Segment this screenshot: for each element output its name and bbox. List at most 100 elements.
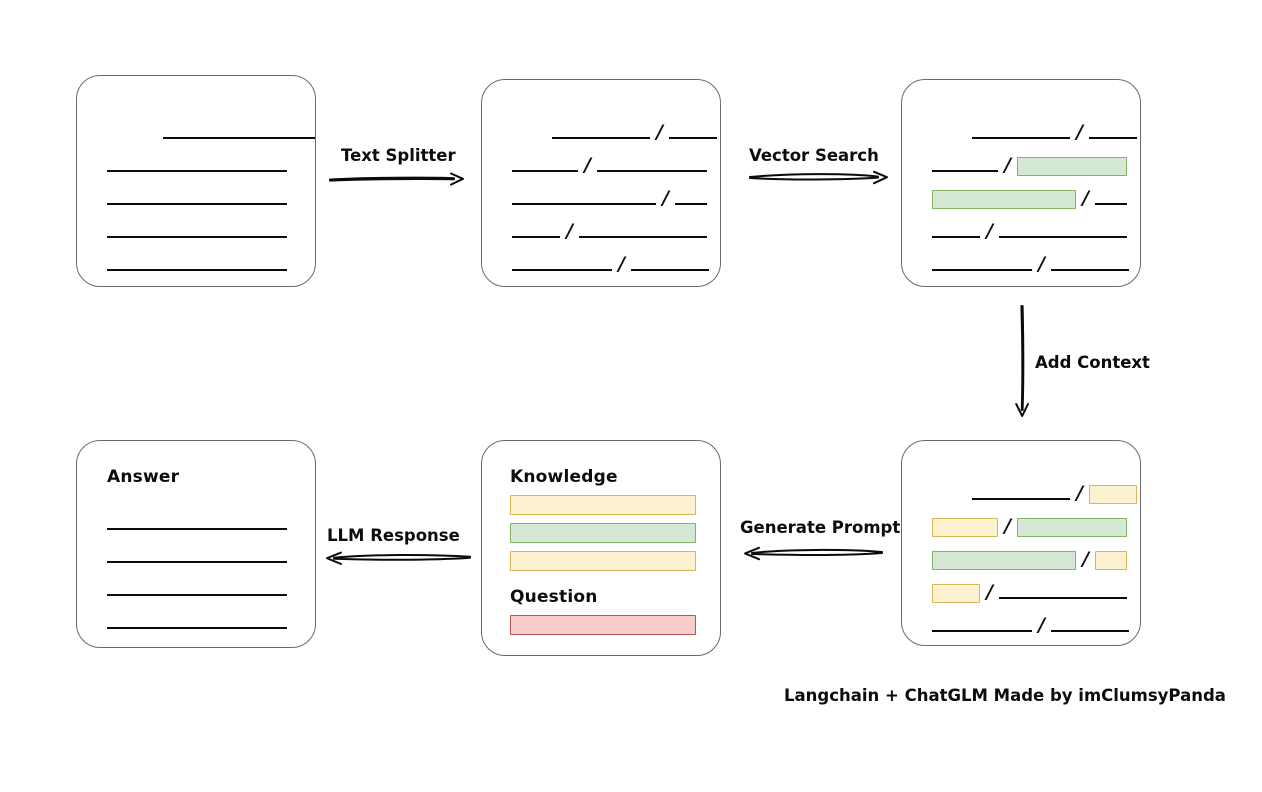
segment-separator-slash: /: [1076, 482, 1083, 504]
edge-label-text-splitter: Text Splitter: [341, 146, 456, 165]
text-row: /: [512, 155, 707, 175]
question-label: Question: [510, 587, 598, 607]
highlight-chip-green: [1016, 518, 1127, 537]
arrow-llm-response: [326, 551, 471, 565]
text-row: /: [932, 515, 1127, 537]
text-line: [163, 137, 315, 139]
text-line: [552, 137, 650, 139]
text-row: /: [932, 122, 1137, 142]
segment-separator-slash: /: [1004, 515, 1011, 537]
segment-separator-slash: /: [1038, 253, 1045, 275]
node-matched-chunks[interactable]: / / / / /: [901, 79, 1141, 287]
answer-label: Answer: [107, 467, 180, 487]
text-line: [1050, 630, 1129, 632]
text-row: /: [512, 221, 707, 241]
node-source-document[interactable]: [76, 75, 316, 287]
arrow-text-splitter: [329, 172, 464, 186]
text-row: /: [932, 187, 1127, 209]
highlight-chip-yellow: [932, 584, 980, 603]
text-line: [630, 269, 709, 271]
text-row: [107, 155, 287, 175]
text-row: [107, 513, 287, 533]
arrow-vector-search: [749, 170, 888, 185]
text-line: [107, 528, 287, 530]
prompt-bar-green: [510, 523, 696, 543]
text-line: [512, 236, 560, 238]
highlight-chip-yellow: [1088, 485, 1137, 504]
edge-label-llm-response: LLM Response: [327, 526, 460, 545]
text-line: [998, 236, 1127, 238]
segment-separator-slash: /: [986, 581, 993, 603]
text-row: /: [512, 254, 709, 274]
text-row: [107, 122, 315, 142]
text-line: [107, 594, 287, 596]
edge-label-generate-prompt: Generate Prompt: [740, 518, 901, 537]
text-row: [107, 188, 287, 208]
text-line: [107, 170, 287, 172]
node-context-chunks[interactable]: / / / / /: [901, 440, 1141, 646]
text-line: [1050, 269, 1129, 271]
text-row: [107, 546, 287, 566]
segment-separator-slash: /: [584, 154, 591, 176]
highlight-chip-green: [932, 190, 1076, 209]
text-line: [972, 137, 1070, 139]
text-row: /: [932, 154, 1127, 176]
text-line: [107, 561, 287, 563]
knowledge-label: Knowledge: [510, 467, 618, 487]
text-line: [1088, 137, 1137, 139]
segment-separator-slash: /: [662, 187, 669, 209]
text-row: /: [512, 188, 707, 208]
text-line: [107, 269, 287, 271]
prompt-bar-yellow: [510, 551, 696, 571]
text-line: [578, 236, 707, 238]
node-prompt[interactable]: Knowledge Question: [481, 440, 721, 656]
node-split-chunks[interactable]: / / / / /: [481, 79, 721, 287]
text-line: [932, 236, 980, 238]
text-line: [932, 630, 1032, 632]
segment-separator-slash: /: [1038, 614, 1045, 636]
text-line: [932, 269, 1032, 271]
text-line: [107, 627, 287, 629]
text-line: [512, 203, 656, 205]
highlight-chip-green: [932, 551, 1076, 570]
prompt-bar-yellow: [510, 495, 696, 515]
diagram-caption: Langchain + ChatGLM Made by imClumsyPand…: [784, 686, 1226, 705]
text-line: [107, 203, 287, 205]
highlight-chip-yellow: [1094, 551, 1127, 570]
text-line: [1094, 203, 1127, 205]
segment-separator-slash: /: [1004, 154, 1011, 176]
text-row: [107, 612, 287, 632]
edge-label-vector-search: Vector Search: [749, 146, 879, 165]
text-row: /: [932, 221, 1127, 241]
segment-separator-slash: /: [566, 220, 573, 242]
text-row: /: [932, 482, 1137, 504]
node-answer[interactable]: Answer: [76, 440, 316, 648]
text-line: [107, 236, 287, 238]
text-line: [998, 597, 1127, 599]
text-line: [596, 170, 707, 172]
text-row: /: [932, 581, 1127, 603]
text-line: [674, 203, 707, 205]
text-line: [972, 498, 1070, 500]
text-line: [932, 170, 998, 172]
text-row: /: [932, 615, 1129, 635]
segment-separator-slash: /: [1082, 187, 1089, 209]
text-line: [512, 269, 612, 271]
prompt-bar-red: [510, 615, 696, 635]
text-row: /: [932, 548, 1127, 570]
text-row: /: [512, 122, 717, 142]
segment-separator-slash: /: [656, 121, 663, 143]
text-line: [512, 170, 578, 172]
highlight-chip-yellow: [932, 518, 998, 537]
segment-separator-slash: /: [1076, 121, 1083, 143]
text-line: [668, 137, 717, 139]
text-row: [107, 254, 287, 274]
edge-label-add-context: Add Context: [1035, 353, 1150, 372]
segment-separator-slash: /: [1082, 548, 1089, 570]
segment-separator-slash: /: [986, 220, 993, 242]
text-row: [107, 579, 287, 599]
arrow-add-context: [1015, 305, 1029, 417]
text-row: [107, 221, 287, 241]
highlight-chip-green: [1016, 157, 1127, 176]
